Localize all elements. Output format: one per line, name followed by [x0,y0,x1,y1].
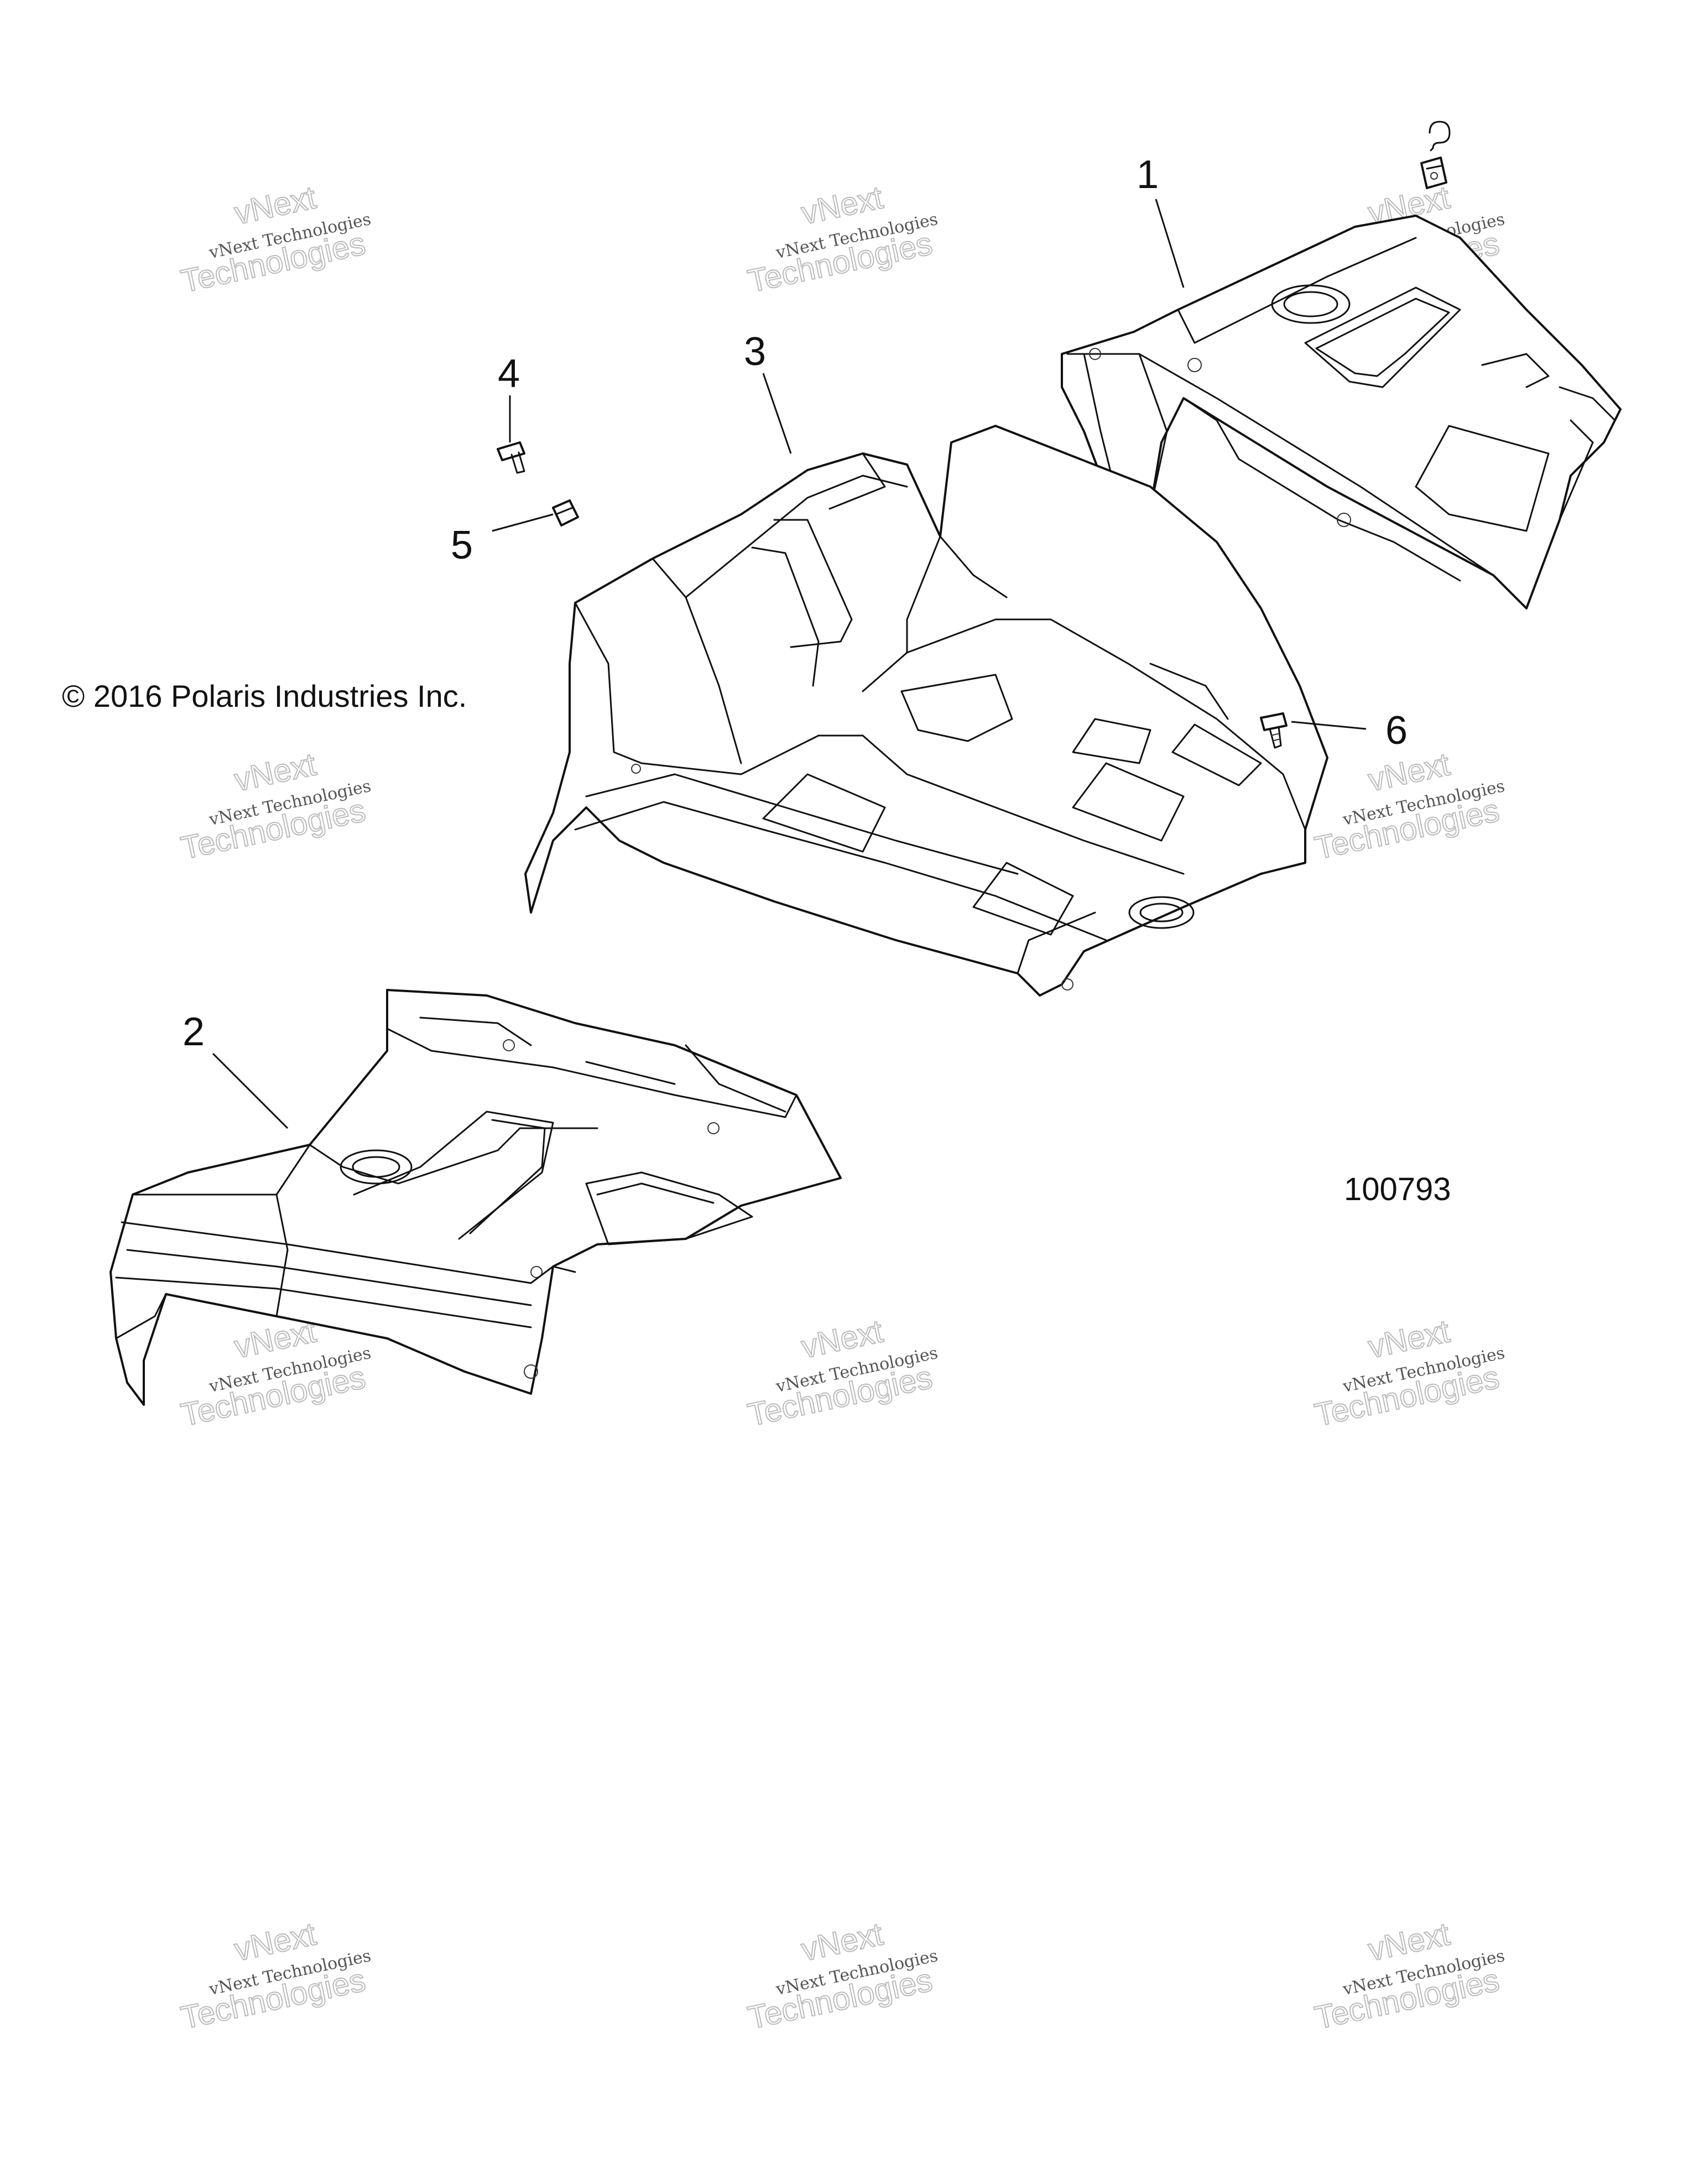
watermark: vNext vNext Technologies Technologies [1311,746,1507,867]
leader-2 [212,1052,289,1129]
watermark: vNext vNext Technologies Technologies [178,1915,373,2036]
callout-6: 6 [1385,708,1408,753]
part-2-front-cover [110,989,842,1406]
watermark: vNext vNext Technologies Technologies [178,179,373,300]
figure-number: 100793 [1344,1171,1451,1207]
callout-3: 3 [744,330,766,374]
leader-lines [212,199,1367,1129]
callouts: 1 2 3 4 5 6 [183,153,1408,1054]
watermark: vNext vNext Technologies Technologies [744,179,940,300]
watermark: vNext vNext Technologies Technologies [178,746,373,867]
watermark: vNext vNext Technologies Technologies [1311,1312,1507,1434]
part-3-floor-pan [524,425,1328,997]
callout-2: 2 [183,1010,205,1054]
callout-1: 1 [1137,153,1159,197]
part-6-screw [1260,712,1288,749]
part-1-rear-cover [1061,215,1622,609]
watermark: vNext vNext Technologies Technologies [744,1915,940,2036]
leader-3 [762,373,792,454]
leader-6 [1291,721,1367,730]
clip-hardware [1420,121,1451,189]
leader-5 [492,513,554,532]
part-4-rivet [497,441,525,474]
leader-1 [1155,199,1185,288]
watermark: vNext vNext Technologies Technologies [744,1312,940,1434]
part-5-clip [552,499,579,527]
callout-5: 5 [451,523,473,567]
callout-4: 4 [498,352,520,396]
copyright-notice: © 2016 Polaris Industries Inc. [62,679,467,713]
watermark: vNext vNext Technologies Technologies [1311,1915,1507,2036]
